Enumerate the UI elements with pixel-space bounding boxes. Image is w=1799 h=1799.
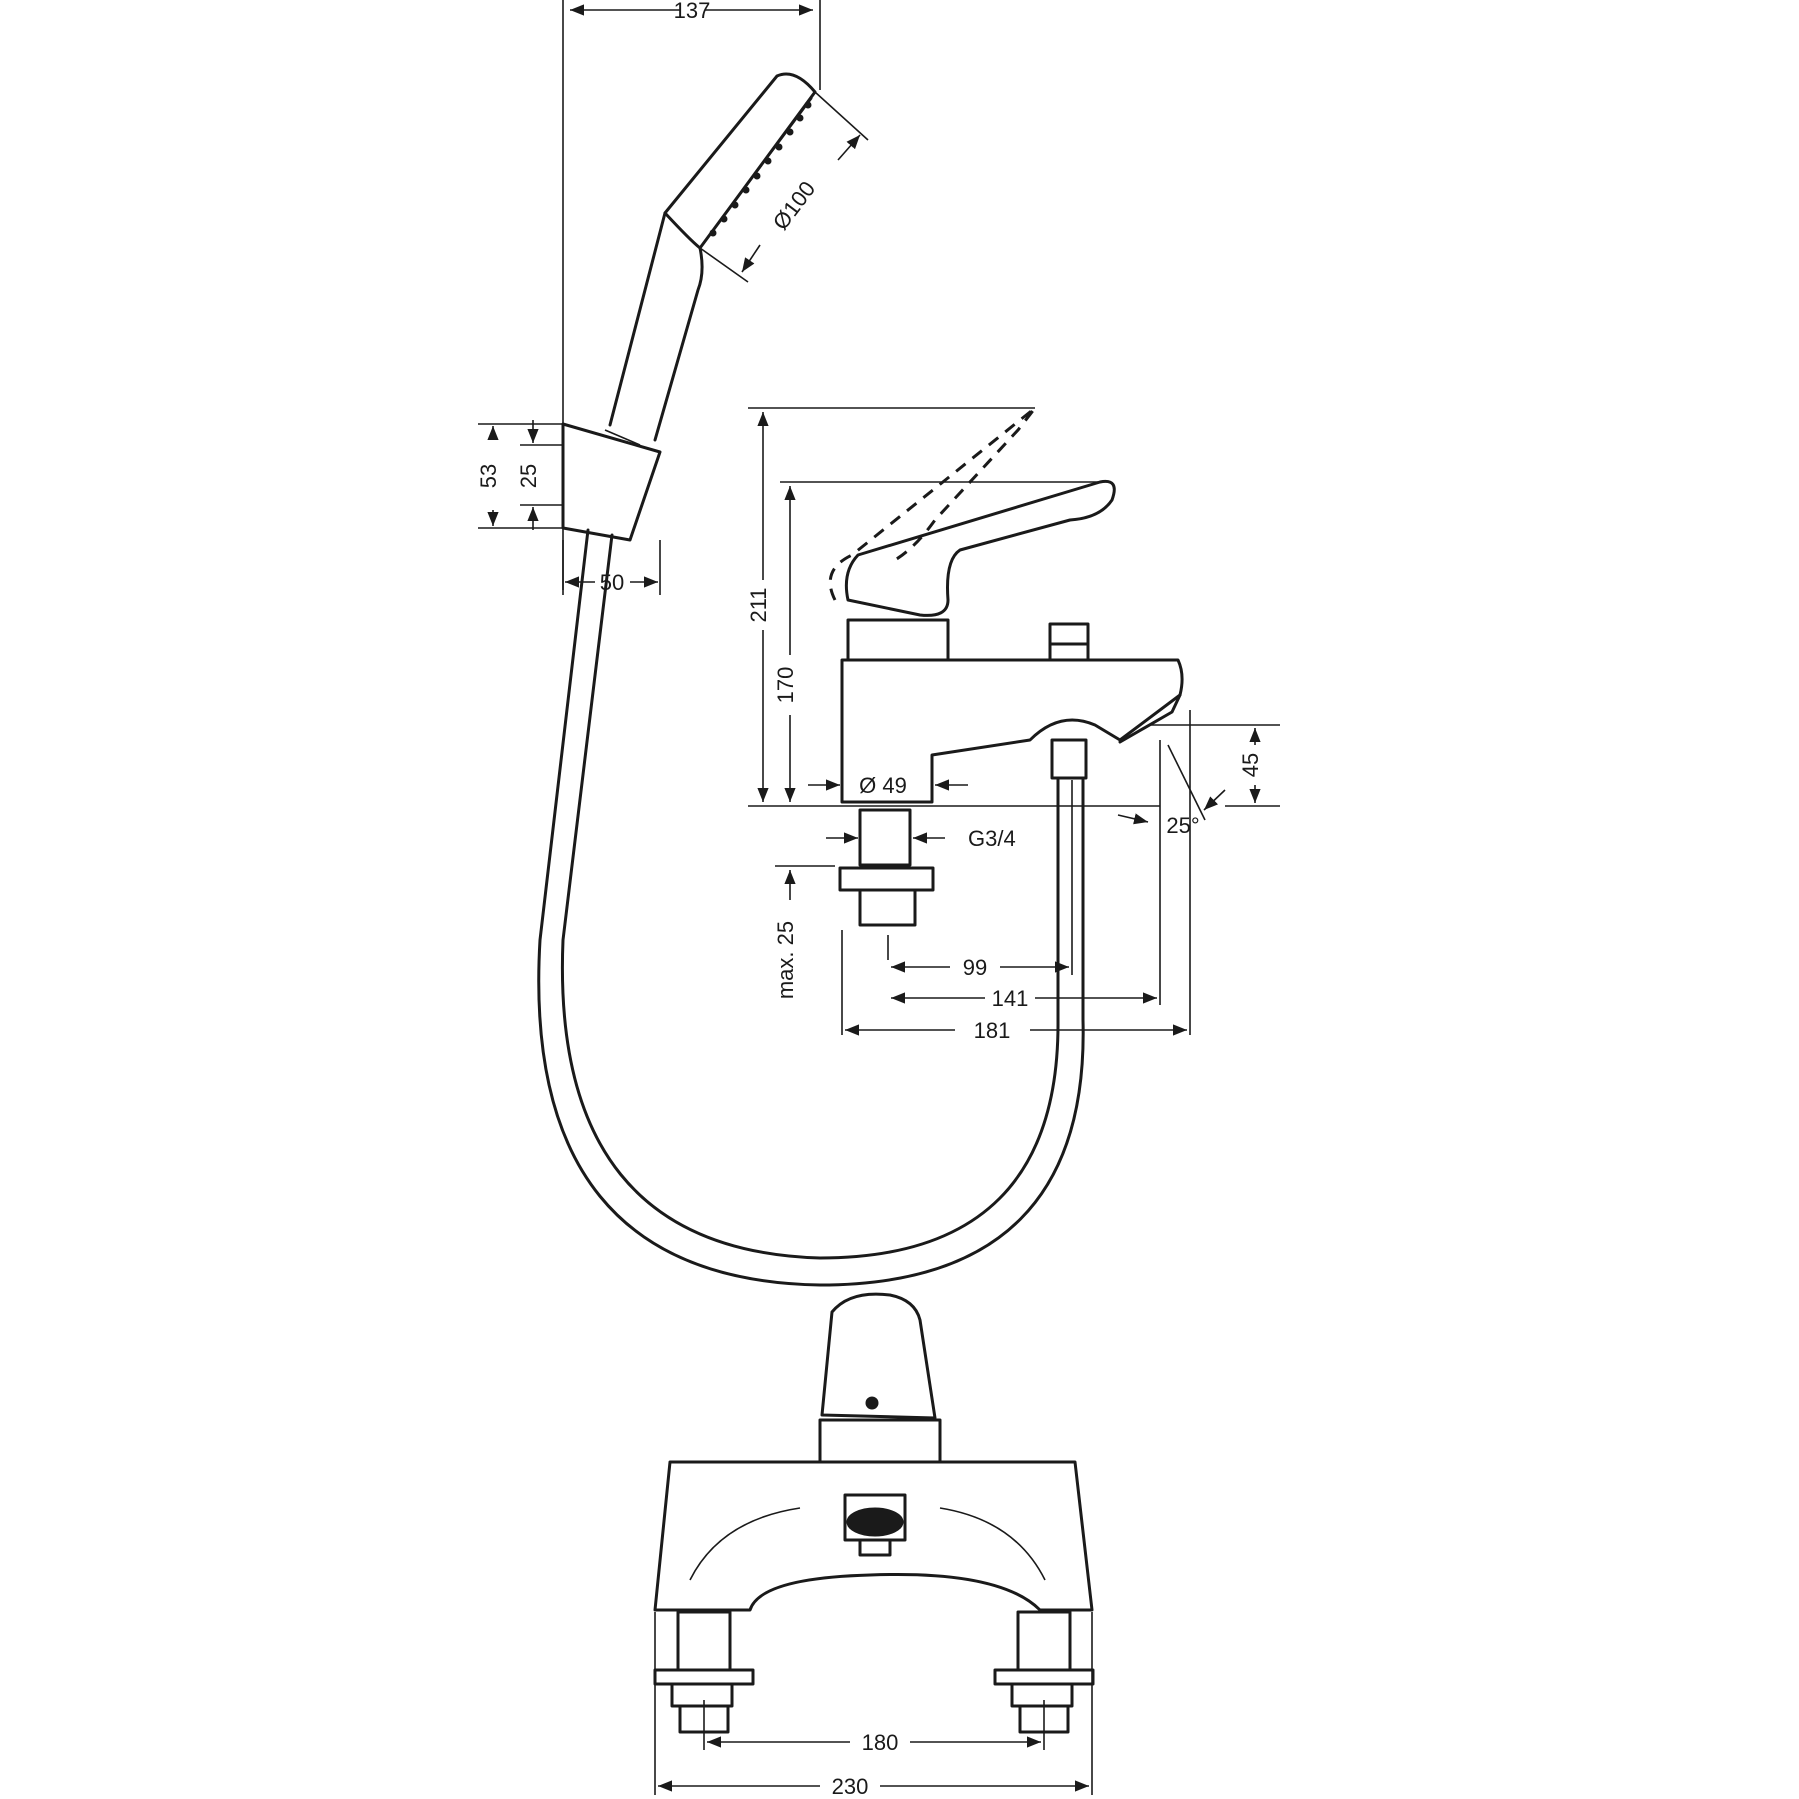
label-overall-width: 230 <box>832 1774 869 1799</box>
shower-holder <box>561 422 662 542</box>
label-deck-thickness: max. 25 <box>773 921 798 999</box>
label-handshower-width: 137 <box>674 0 711 23</box>
diverter-knob <box>1048 622 1090 646</box>
handle-right-edge <box>653 246 704 442</box>
collar <box>846 618 950 662</box>
label-inlet-spacing: 180 <box>862 1730 899 1755</box>
label-spray-diameter: Ø100 <box>768 176 820 234</box>
label-connection-thread: G3/4 <box>968 826 1016 851</box>
inlet-shank <box>858 808 912 867</box>
label-spout-angle: 25° <box>1166 813 1199 838</box>
label-holder-height: 53 <box>476 464 501 488</box>
label-holder-offset: 25 <box>516 464 541 488</box>
hand-shower <box>561 72 817 542</box>
shower-hose <box>537 528 1085 1287</box>
fixing-nut <box>838 866 935 892</box>
lever-raised-position <box>828 406 1037 601</box>
label-body-diameter: Ø 49 <box>859 773 907 798</box>
front-spout <box>843 1493 907 1542</box>
dimension-lines <box>478 0 1280 1795</box>
hose-connector <box>1050 738 1088 780</box>
label-lever-raised-height: 211 <box>746 587 771 622</box>
dimension-labels: 137 Ø100 53 25 50 211 170 Ø 49 G3/4 45 2… <box>476 0 1263 1799</box>
handle-left-edge <box>608 211 667 427</box>
label-spout-height: 45 <box>1238 753 1263 777</box>
label-holder-depth: 50 <box>600 570 624 595</box>
label-spout-reach-1: 99 <box>963 955 987 980</box>
mixer-body <box>840 658 1184 804</box>
spout-outlet <box>1118 693 1182 744</box>
lever <box>844 479 1116 617</box>
label-body-height: 170 <box>773 667 798 704</box>
mixer-side-view <box>828 406 1184 927</box>
inlet-tail <box>858 888 917 927</box>
front-body <box>653 1460 1094 1612</box>
label-spout-reach-3: 181 <box>974 1018 1011 1043</box>
front-collar <box>818 1418 942 1464</box>
spray-nozzles <box>709 101 812 237</box>
label-spout-reach-2: 141 <box>992 986 1029 1011</box>
front-lever <box>820 1292 937 1420</box>
mixer-front-view <box>653 1292 1095 1734</box>
